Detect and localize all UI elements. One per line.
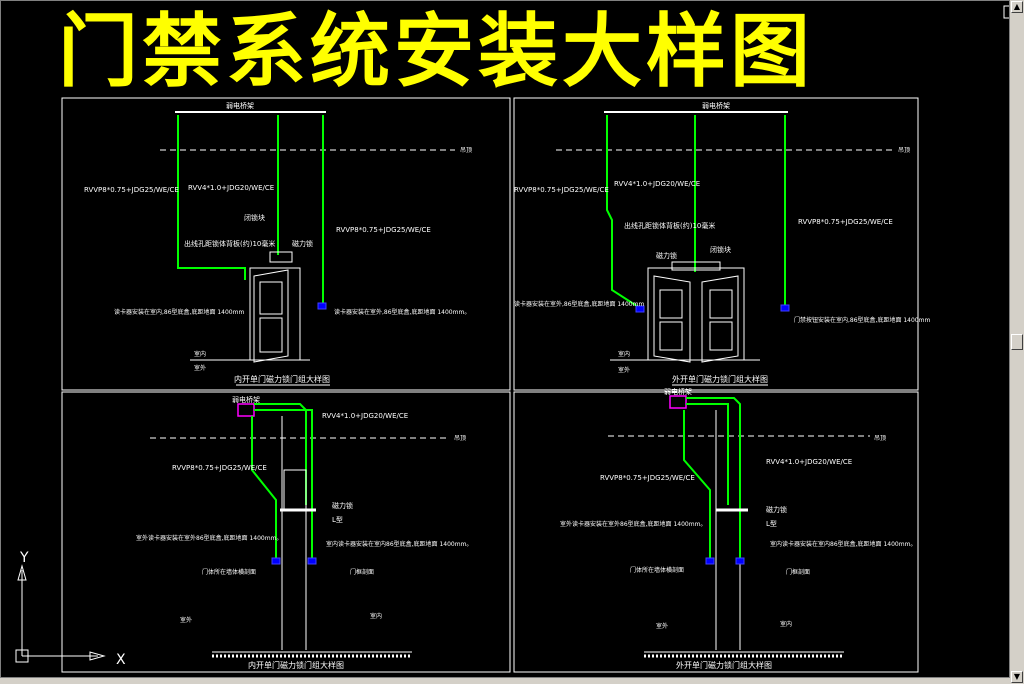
horizontal-scrollbar[interactable] bbox=[0, 678, 1010, 684]
frame-tr bbox=[513, 97, 919, 391]
bl-indoor: 室内 bbox=[370, 612, 382, 620]
tl-cable-left: RVVP8*0.75+JDG25/WE/CE bbox=[84, 186, 179, 194]
tl-caption: 内开单门磁力锁门组大样图 bbox=[234, 374, 330, 384]
tl-label-b: 出线孔距锁体背板(约)10毫米 bbox=[184, 239, 275, 248]
tr-indoor: 室内 bbox=[618, 350, 630, 358]
tr-label-c: 闭锁块 bbox=[710, 245, 731, 254]
cad-drawing[interactable]: 弱电桥架 吊顶 RVVP8*0.75+JDG25/WE/CE RVV4*1.0+… bbox=[0, 0, 1010, 678]
tr-note-right: 门禁按钮安装在室内,86型底盒,底距地面 1400mm bbox=[794, 316, 930, 324]
frame-tl bbox=[61, 97, 511, 391]
viewport-border bbox=[0, 0, 1010, 678]
tl-label-c: 磁力锁 bbox=[292, 239, 313, 248]
drawing-title: 门禁系统安装大样图 bbox=[58, 5, 814, 98]
panel-top-right: 弱电桥架 吊顶 RVVP8*0.75+JDG25/WE/CE RVV4*1.0+… bbox=[514, 101, 930, 386]
ucs-x-label: X bbox=[116, 652, 126, 668]
tl-note-right: 读卡器安装在室外,86型底盒,底距地面 1400mm。 bbox=[334, 308, 470, 316]
br-caption: 外开单门磁力锁门组大样图 bbox=[676, 660, 772, 670]
tr-note-left: 读卡器安装在室外,86型底盒,底距地面 1400mm bbox=[514, 300, 644, 308]
bl-floor-mark: 吊顶 bbox=[454, 435, 466, 442]
tl-outdoor: 室外 bbox=[194, 364, 206, 372]
vertical-scrollbar[interactable]: ▲ ▼ bbox=[1009, 0, 1024, 684]
tr-caption: 外开单门磁力锁门组大样图 bbox=[672, 374, 768, 384]
br-cable-left: RVVP8*0.75+JDG25/WE/CE bbox=[600, 474, 695, 482]
br-floor-mark: 吊顶 bbox=[874, 435, 886, 442]
tl-label-a: 闭锁块 bbox=[244, 213, 265, 222]
tl-indoor: 室内 bbox=[194, 350, 206, 358]
panel-top-left: 弱电桥架 吊顶 RVVP8*0.75+JDG25/WE/CE RVV4*1.0+… bbox=[84, 101, 472, 386]
bl-top-label: 弱电桥架 bbox=[232, 395, 260, 404]
bl-note-right: 室内读卡器安装在室内86型底盒,底距地面 1400mm。 bbox=[326, 540, 472, 548]
br-top-label: 弱电桥架 bbox=[664, 387, 692, 396]
br-door-frame: 门框剖面 bbox=[786, 568, 810, 576]
tr-cable-right: RVVP8*0.75+JDG25/WE/CE bbox=[798, 218, 893, 226]
bl-label-a: 磁力锁 bbox=[332, 501, 353, 510]
br-cable-mid: RVV4*1.0+JDG20/WE/CE bbox=[766, 458, 852, 466]
scroll-up-icon[interactable]: ▲ bbox=[1011, 1, 1023, 13]
br-note-left: 室外读卡器安装在室外86型底盒,底距地面 1400mm。 bbox=[560, 520, 706, 528]
br-note-right: 室内读卡器安装在室内86型底盒,底距地面 1400mm。 bbox=[770, 540, 916, 548]
br-label-b: L型 bbox=[766, 519, 777, 528]
tl-floor-mark: 吊顶 bbox=[460, 147, 472, 154]
br-outdoor: 室外 bbox=[656, 622, 668, 630]
frame-br bbox=[513, 391, 919, 673]
bl-door-frame: 门框剖面 bbox=[350, 568, 374, 576]
tr-label-a: 出线孔距锁体背板(约)10毫米 bbox=[624, 221, 715, 230]
tl-top-label: 弱电桥架 bbox=[226, 101, 254, 110]
scroll-thumb[interactable] bbox=[1011, 334, 1023, 350]
tl-cable-right: RVVP8*0.75+JDG25/WE/CE bbox=[336, 226, 431, 234]
panel-bottom-left: 弱电桥架 吊顶 RVV4*1.0+JDG20/WE/CE RVVP8*0.75+… bbox=[136, 395, 472, 670]
tl-note-left: 读卡器安装在室内,86型底盒,底距地面 1400mm bbox=[114, 308, 244, 316]
tr-cable-left: RVVP8*0.75+JDG25/WE/CE bbox=[514, 186, 609, 194]
bl-caption: 内开单门磁力锁门组大样图 bbox=[248, 660, 344, 670]
bl-cable-left: RVVP8*0.75+JDG25/WE/CE bbox=[172, 464, 267, 472]
br-label-a: 磁力锁 bbox=[766, 505, 787, 514]
ucs-icon: Y X bbox=[15, 550, 126, 668]
scroll-down-icon[interactable]: ▼ bbox=[1011, 671, 1023, 683]
bl-cable-mid: RVV4*1.0+JDG20/WE/CE bbox=[322, 412, 408, 420]
br-door-section: 门体所在墙体横剖面 bbox=[630, 566, 684, 574]
tr-floor-mark: 吊顶 bbox=[898, 147, 910, 154]
bl-outdoor: 室外 bbox=[180, 616, 192, 624]
panel-bottom-right: 弱电桥架 吊顶 RVV4*1.0+JDG20/WE/CE RVVP8*0.75+… bbox=[560, 387, 916, 670]
tr-top-label: 弱电桥架 bbox=[702, 101, 730, 110]
br-indoor: 室内 bbox=[780, 620, 792, 628]
bl-door-section: 门体所在墙体横剖面 bbox=[202, 568, 256, 576]
tr-label-b: 磁力锁 bbox=[656, 251, 677, 260]
tl-cable-mid: RVV4*1.0+JDG20/WE/CE bbox=[188, 184, 274, 192]
frame-bl bbox=[61, 391, 511, 673]
tr-outdoor: 室外 bbox=[618, 366, 630, 374]
panel-frames bbox=[61, 97, 919, 673]
bl-note-left: 室外读卡器安装在室外86型底盒,底距地面 1400mm。 bbox=[136, 534, 282, 542]
corner-marker bbox=[1003, 5, 1010, 19]
ucs-y-label: Y bbox=[19, 550, 29, 566]
bl-label-b: L型 bbox=[332, 515, 343, 524]
tr-cable-mid: RVV4*1.0+JDG20/WE/CE bbox=[614, 180, 700, 188]
